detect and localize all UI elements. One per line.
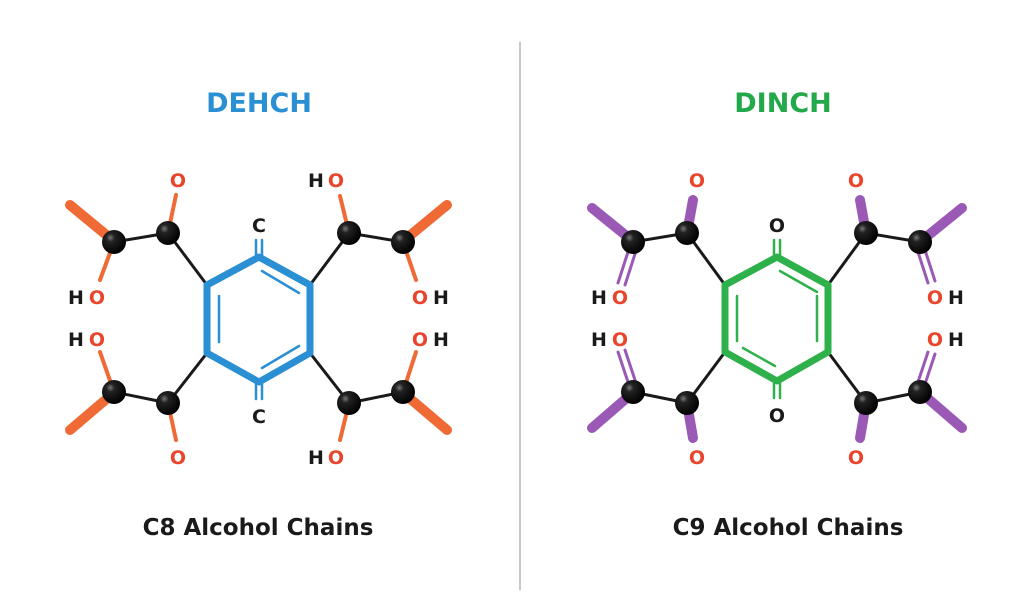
oxygen-label: O	[328, 447, 344, 469]
ring-top-atom: C	[252, 215, 266, 237]
oxygen-label: O	[927, 287, 943, 309]
oxygen-label: O	[689, 447, 705, 469]
oxygen-label: O	[848, 447, 864, 469]
hydrogen-label: H	[948, 329, 964, 351]
hydrogen-label: H	[948, 287, 964, 309]
hydrogen-label: H	[433, 287, 449, 309]
hydrogen-label: H	[591, 287, 607, 309]
oxygen-label: O	[927, 329, 943, 351]
benzene-ring-blue	[203, 253, 314, 386]
oxygen-label: O	[328, 170, 344, 192]
dinch-molecule	[587, 195, 967, 443]
oxygen-label: O	[612, 287, 628, 309]
oxygen-label: O	[612, 329, 628, 351]
oxygen-label: O	[170, 170, 186, 192]
oxygen-label: O	[170, 447, 186, 469]
hydrogen-label: H	[68, 329, 84, 351]
dehch-title: DEHCH	[206, 88, 312, 119]
oxygen-label: O	[412, 329, 428, 351]
oxygen-label: O	[89, 329, 105, 351]
hydrogen-label: H	[308, 170, 324, 192]
ring-top-atom: O	[769, 215, 785, 237]
hydrogen-label: H	[591, 329, 607, 351]
ring-bottom-atom: O	[769, 405, 785, 427]
dinch-title: DINCH	[734, 88, 832, 119]
oxygen-label: O	[848, 170, 864, 192]
oxygen-label: O	[689, 170, 705, 192]
ring-bottom-atom: C	[252, 406, 266, 428]
benzene-ring-green	[721, 253, 832, 385]
dehch-caption: C8 Alcohol Chains	[142, 515, 374, 541]
hydrogen-label: H	[308, 447, 324, 469]
hydrogen-label: H	[68, 287, 84, 309]
hydrogen-label: H	[433, 329, 449, 351]
oxygen-label: O	[89, 287, 105, 309]
dehch-molecule	[65, 193, 452, 442]
dinch-caption: C9 Alcohol Chains	[672, 515, 904, 541]
oxygen-label: O	[412, 287, 428, 309]
